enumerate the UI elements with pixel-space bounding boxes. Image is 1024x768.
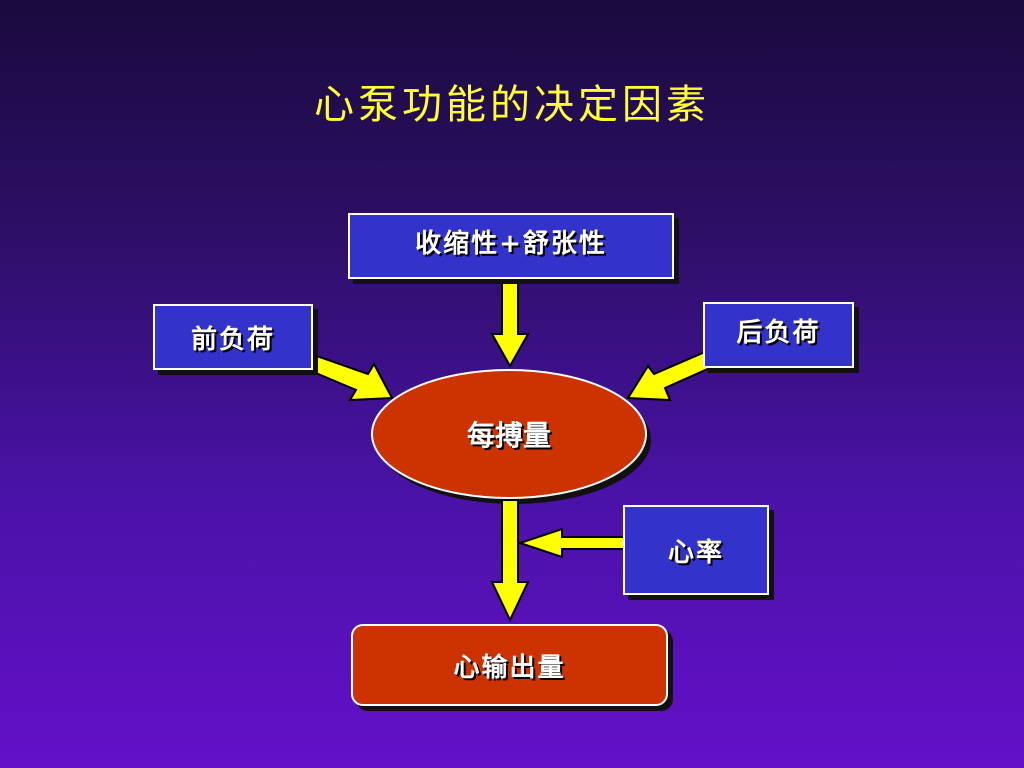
- stroke-volume-node: [371, 369, 647, 499]
- stroke-volume-label: 每搏量: [466, 419, 551, 452]
- contractility-box: 收缩性+舒张性: [348, 213, 674, 279]
- slide-title: 心泵功能的决定因素: [314, 82, 710, 128]
- heart-rate-box: 心率: [623, 505, 769, 595]
- arrow-afterload-to-stroke-volume: [626, 350, 714, 402]
- arrow-heart-rate-to-output-line: [516, 527, 625, 559]
- arrow-preload-to-stroke-volume: [302, 353, 394, 402]
- afterload-box: 后负荷: [703, 302, 854, 368]
- cardiac-output-box: 心输出量: [351, 624, 668, 706]
- arrow-contractility-to-stroke-volume: [490, 279, 530, 369]
- preload-box: 前负荷: [153, 304, 313, 370]
- arrow-stroke-volume-to-cardiac-output: [490, 499, 530, 623]
